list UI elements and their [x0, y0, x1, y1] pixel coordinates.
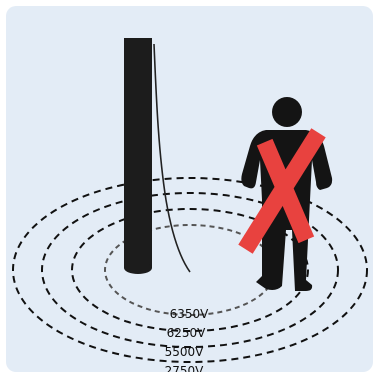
voltage-label-ring-outer: 2750V: [165, 364, 205, 372]
utility-pole-icon: [124, 38, 152, 274]
illustration-panel: 6350V 6250V 5500V 2750V: [6, 6, 373, 372]
voltage-label-ring-3: 5500V: [165, 345, 205, 359]
step-potential-diagram: 6350V 6250V 5500V 2750V: [6, 6, 373, 372]
voltage-label-ring-inner: 6350V: [170, 307, 210, 321]
downed-wire-icon: [154, 44, 190, 272]
voltage-label-ring-2: 6250V: [167, 326, 207, 340]
